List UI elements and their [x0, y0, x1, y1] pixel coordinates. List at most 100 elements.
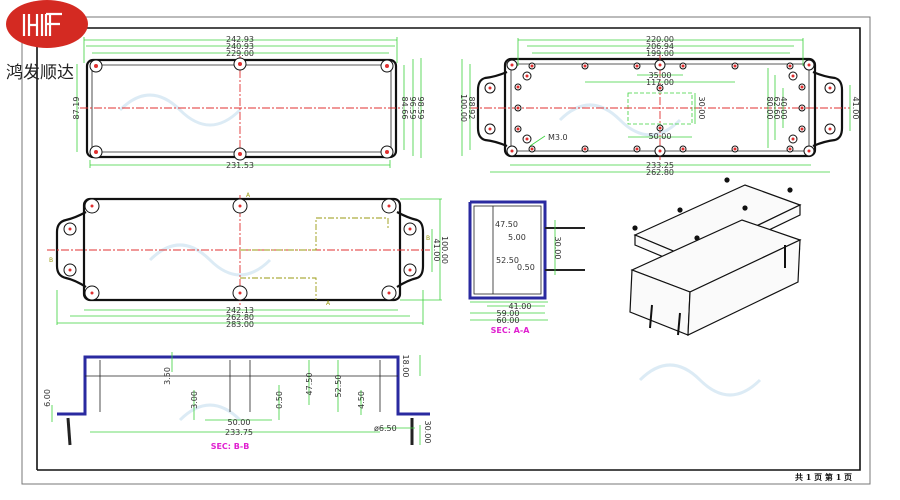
hole-center [408, 227, 412, 231]
hole-center [488, 127, 492, 131]
top-left-view: 242.93 240.93 229.00 231.53 87.19 84.66 … [72, 35, 425, 170]
dim-width-2: 206.94 [646, 42, 674, 51]
dim-center: 50.00 [228, 418, 251, 427]
hole-center [658, 149, 662, 153]
hole-center [828, 127, 832, 131]
hole-center [807, 63, 811, 67]
page-info: 共 1 页 第 1 页 [795, 472, 853, 482]
hole-center [90, 204, 94, 208]
dim-bottom-3: 283.00 [226, 320, 254, 329]
section-bb-view: 3.50 3.00 0.50 47.50 52.50 4.50 6.00 18.… [43, 352, 432, 451]
hole-center [658, 86, 662, 90]
dim-right-1: 80.00 [765, 97, 774, 120]
dim-bottom-1: 242.13 [226, 306, 254, 315]
dim-label-1: 47.50 [495, 220, 518, 229]
dim-bottom: 231.53 [226, 161, 254, 170]
dim-window-height: 30.00 [697, 97, 706, 120]
section-marker-a-top: A [246, 192, 251, 199]
hole-center [800, 106, 804, 110]
dim-width-3: 229.00 [226, 49, 254, 58]
hole-center [516, 106, 520, 110]
isometric-exploded-view [629, 177, 802, 336]
dim-hole: ø6.50 [374, 424, 397, 433]
section-bb-title: SEC: B-B [211, 442, 250, 451]
hole-center [800, 127, 804, 131]
section-aa-view: 47.50 5.00 52.50 0.50 30.00 41.00 59.00 … [468, 200, 585, 335]
hole-center [658, 63, 662, 67]
dim-right-3: 98.59 [416, 97, 425, 120]
dim-bottom-2: 59.00 [497, 309, 520, 318]
hole-center [733, 147, 737, 151]
dim-left-2: 88.92 [467, 97, 476, 120]
dim-left: 6.00 [43, 389, 52, 407]
section-marker-b-left: B [49, 257, 53, 264]
dim-vertical-6: 4.50 [357, 391, 366, 409]
dim-left-1: 100.00 [459, 94, 468, 122]
hole-center [791, 74, 795, 78]
dim-right-1: 41.00 [432, 239, 441, 262]
dim-right-bottom: 30.00 [423, 421, 432, 444]
dim-bottom-1: 41.00 [509, 302, 532, 311]
dim-vertical-4: 47.50 [305, 373, 314, 396]
bottom-view: A A B B 242.13 262.80 283.00 41.00 100.0… [47, 192, 449, 329]
top-right-view: 220.00 206.94 199.00 35.00 117.00 50.00 … [459, 35, 860, 177]
hole-center [510, 149, 514, 153]
hole-center [681, 64, 685, 68]
dim-left: 87.19 [72, 97, 81, 120]
hole-center [387, 291, 391, 295]
hole-center [788, 147, 792, 151]
hole-center [791, 137, 795, 141]
dim-bottom-2: 262.80 [226, 313, 254, 322]
dim-bottom-3: 60.00 [497, 316, 520, 325]
dim-bottom-2: 262.80 [646, 168, 674, 177]
dim-inner-1: 35.00 [649, 71, 672, 80]
section-marker-a-bottom: A [326, 300, 331, 307]
hole-center [658, 126, 662, 130]
hole-center [90, 291, 94, 295]
dim-vertical-1: 3.50 [163, 367, 172, 385]
dim-vertical-2: 3.00 [190, 391, 199, 409]
hole-center [238, 291, 242, 295]
section-aa-title: SEC: A-A [491, 326, 531, 335]
dim-right-top: 18.00 [401, 355, 410, 378]
dim-bottom: 233.75 [225, 428, 253, 437]
hole-center [238, 204, 242, 208]
hole-center [635, 64, 639, 68]
hole-center [635, 147, 639, 151]
hole-center [516, 127, 520, 131]
hole-center [583, 64, 587, 68]
outer-frame [21, 16, 871, 485]
hole-center [68, 268, 72, 272]
dim-bottom-1: 233.25 [646, 161, 674, 170]
dim-height: 30.00 [553, 237, 562, 260]
hole-center [525, 74, 529, 78]
dim-right-2: 100.00 [440, 236, 449, 264]
dim-vertical-5: 52.50 [334, 375, 343, 398]
hole-center [516, 85, 520, 89]
dim-vertical-3: 0.50 [275, 391, 284, 409]
hole-center [525, 137, 529, 141]
dim-label-3: 52.50 [496, 256, 519, 265]
hole-center [530, 64, 534, 68]
dim-window-width: 50.00 [649, 132, 672, 141]
dim-width-1: 242.93 [226, 35, 254, 44]
hole-center [387, 204, 391, 208]
dim-inner-2: 117.00 [646, 78, 674, 87]
hole-center [733, 64, 737, 68]
dim-right-1: 84.66 [400, 97, 409, 120]
company-logo [6, 0, 88, 48]
hole-center [681, 147, 685, 151]
hole-center [68, 227, 72, 231]
dim-width-3: 199.00 [646, 49, 674, 58]
dim-label-2: 5.00 [508, 233, 526, 242]
hole-center [828, 86, 832, 90]
hole-center [583, 147, 587, 151]
hole-center [488, 86, 492, 90]
dim-right-2: 96.59 [408, 97, 417, 120]
hole-center [807, 149, 811, 153]
dim-label-4: 0.50 [517, 263, 535, 272]
hole-center [530, 147, 534, 151]
hole-center [510, 63, 514, 67]
dim-right-3: 40.00 [779, 97, 788, 120]
